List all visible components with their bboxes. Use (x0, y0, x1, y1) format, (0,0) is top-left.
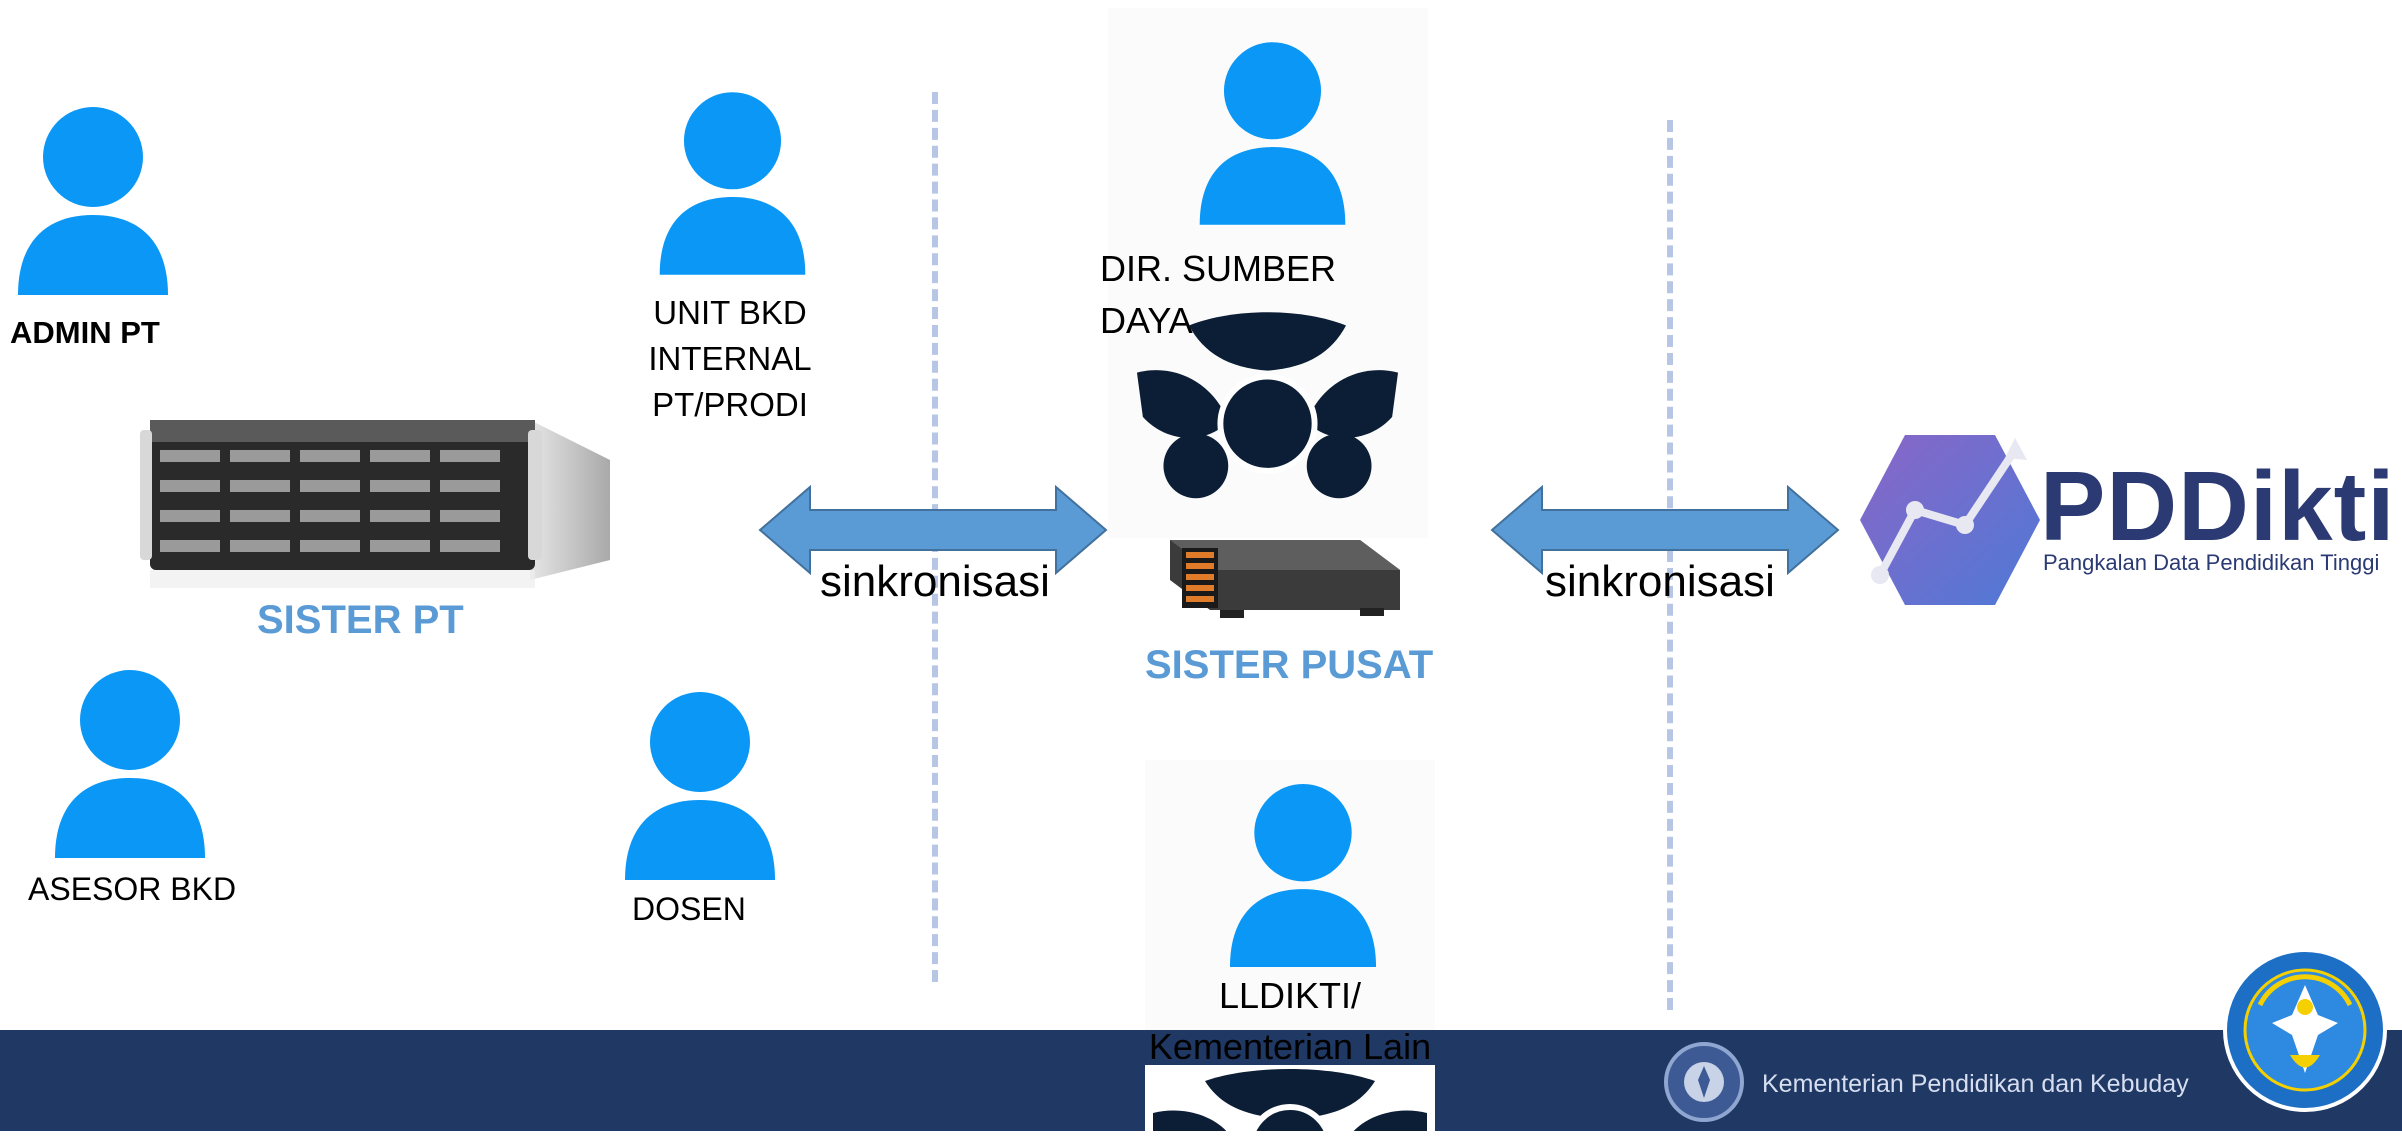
sync-arrow-left (758, 484, 1108, 580)
admin-pt-label: ADMIN PT (10, 315, 160, 350)
unit-bkd-person-icon (650, 90, 815, 275)
pddikti-wordmark: PDDikti (2040, 451, 2396, 561)
lldikti-person-icon (1218, 782, 1388, 967)
sync-label-left: sinkronisasi (820, 557, 1050, 606)
asesor-bkd-label: ASESOR BKD (28, 871, 237, 907)
asesor-bkd-person-icon (45, 668, 215, 858)
divider-right (1667, 120, 1673, 1010)
pddikti-logo-icon (1855, 430, 2045, 615)
sister-pusat-server-rack-icon (1160, 530, 1410, 630)
sister-pt-label: SISTER PT (257, 598, 464, 642)
dosen-person-icon (615, 690, 785, 880)
lldikti-organization-icon (1145, 1065, 1435, 1136)
dir-sumber-daya-person-icon (1190, 40, 1355, 225)
pddikti-tagline: Pangkalan Data Pendidikan Tinggi (2043, 550, 2380, 575)
ministry-footer-emblem-icon (1662, 1040, 1747, 1130)
dir-sumber-daya-label: DIR. SUMBER DAYA (1100, 248, 1337, 342)
sync-label-right: sinkronisasi (1545, 557, 1775, 606)
admin-pt-person-icon (8, 105, 178, 295)
tut-wuri-handayani-emblem-icon (2220, 945, 2390, 1120)
dosen-label: DOSEN (632, 891, 746, 927)
sister-pt-server-rack-icon (130, 400, 610, 605)
lldikti-label: LLDIKTI/ Kementerian Lain (1148, 975, 1432, 1068)
unit-bkd-label: UNIT BKD INTERNAL PT/PRODI (648, 294, 812, 424)
sister-pusat-label: SISTER PUSAT (1145, 643, 1434, 687)
sync-arrow-right (1490, 484, 1840, 580)
ministry-name: Kementerian Pendidikan dan Kebuday (1762, 1070, 2189, 1098)
dir-organization-icon (1135, 312, 1400, 507)
